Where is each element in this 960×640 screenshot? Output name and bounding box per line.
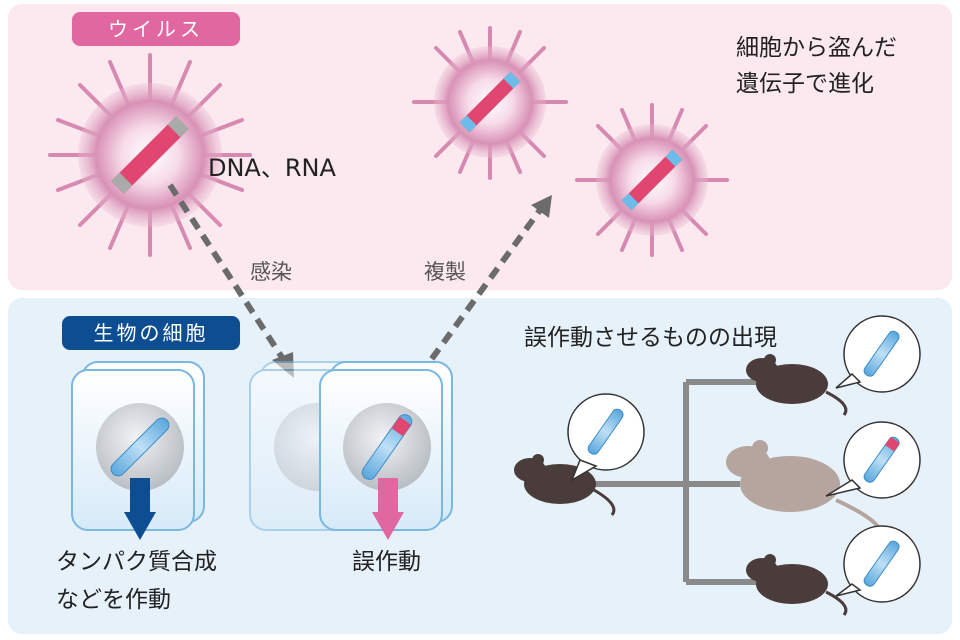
genome-label: DNA、RNA	[208, 154, 336, 182]
normal-cell	[71, 361, 205, 540]
mouse-offspring-mutant	[726, 440, 882, 542]
chromosome-bubble-offspring-2	[835, 525, 921, 603]
normal-result-line2: などを作動	[56, 587, 171, 613]
mouse-offspring-2	[746, 554, 848, 616]
replication-label: 複製	[424, 260, 466, 284]
virus-particle-copy-1	[412, 26, 568, 180]
virus-particle-copy-2	[575, 103, 729, 257]
lineage-tree	[590, 379, 760, 585]
chromosome-bubble-offspring-1	[835, 315, 921, 393]
virus-particle-original	[48, 53, 252, 257]
evolution-note-line2: 遺伝子で進化	[736, 71, 874, 97]
replication-arrow	[417, 195, 552, 377]
evolution-note-line1: 細胞から盗んだ	[736, 35, 897, 61]
chromosome-bubble-parent	[567, 393, 645, 482]
infection-label: 感染	[250, 260, 292, 284]
chromosome-bubble-mutant	[825, 421, 921, 499]
infected-cell	[319, 361, 453, 540]
emergence-title: 誤作動させるものの出現	[524, 325, 777, 351]
mouse-offspring-1	[746, 354, 848, 416]
cell-tag: 生物の細胞	[62, 316, 240, 350]
virus-tag: ウイルス	[72, 12, 240, 46]
error-result-label: 誤作動	[352, 549, 421, 575]
normal-result-line1: タンパク質合成	[56, 549, 217, 575]
